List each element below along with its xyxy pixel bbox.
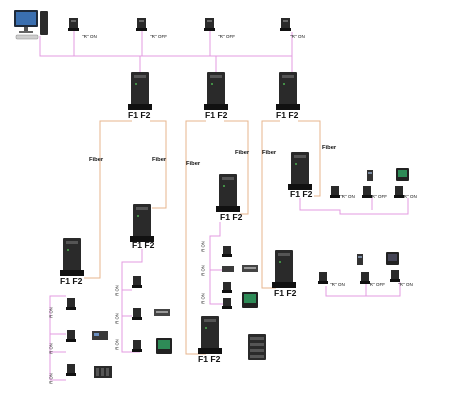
io-label-l3: R ON (48, 373, 54, 384)
io-label-r1: "R" ON (340, 194, 355, 199)
power-distribution-icon (154, 309, 170, 316)
fiber-label-3: Fiber (186, 161, 201, 167)
switch-ports-5: F1 F2 (220, 212, 243, 222)
io-label-r2: "R" OFF (370, 194, 388, 199)
ethernet-bus-top (39, 31, 293, 72)
relay-module-icon (390, 270, 400, 282)
relay-module-icon (66, 364, 76, 376)
io-label-m1: R ON (200, 241, 206, 252)
io-label-l2: R ON (48, 343, 54, 354)
fiber-links (84, 120, 321, 355)
relay-module-icon (132, 276, 142, 288)
io-label-r4: "R" ON (330, 282, 345, 287)
switch-ports-3: F1 F2 (276, 110, 299, 120)
fiber-label-6: Fiber (322, 145, 337, 151)
industrial-switch-icon (60, 238, 84, 276)
relay-module-icon (222, 282, 232, 293)
io-label-l1: R ON (48, 307, 54, 318)
relay-module-icon (280, 18, 291, 31)
io-label-ml2: R ON (114, 313, 120, 324)
relay-module-icon (394, 186, 404, 198)
relay-label-1: "R" ON (82, 34, 97, 39)
switch-ports-7: F1 F2 (60, 276, 83, 286)
switch-ports-8: F1 F2 (274, 288, 297, 298)
io-label-r5: "R" OFF (368, 282, 386, 287)
hmi-panel-icon (156, 338, 172, 354)
plc-icon (248, 334, 266, 360)
io-label-m3: R ON (200, 293, 206, 304)
desktop-computer-icon (14, 10, 48, 40)
fiber-label-1: Fiber (89, 157, 104, 163)
fiber-label-5: Fiber (262, 150, 277, 156)
relay-module-icon (136, 18, 147, 31)
industrial-switch-icon (204, 72, 228, 110)
switch-ports-9: F1 F2 (198, 354, 221, 364)
ethernet-branches (49, 198, 409, 381)
relay-label-4: "R" ON (290, 34, 305, 39)
relay-module-icon (222, 246, 232, 257)
industrial-switch-icon (128, 72, 152, 110)
industrial-switch-icon (276, 72, 300, 110)
power-distribution-icon (242, 265, 258, 272)
relay-module-icon (360, 272, 370, 284)
relay-label-3: "R" OFF (218, 34, 236, 39)
industrial-switch-icon (272, 250, 296, 288)
industrial-switch-icon (130, 204, 154, 242)
io-label-ml3: R ON (114, 339, 120, 350)
io-label-r3: "R" ON (402, 194, 417, 199)
relay-module-icon (330, 186, 340, 198)
relay-module-icon (68, 18, 79, 31)
io-module-icon (92, 331, 108, 340)
fiber-label-2: Fiber (152, 157, 167, 163)
hmi-panel-icon (386, 252, 399, 265)
fiber-label-4: Fiber (235, 150, 250, 156)
io-module-icon (357, 254, 363, 265)
switch-ports-2: F1 F2 (205, 110, 228, 120)
io-label-r6: "R" ON (398, 282, 413, 287)
io-label-ml1: R ON (114, 285, 120, 296)
relay-module-icon (132, 308, 142, 320)
relay-module-icon (222, 298, 232, 309)
switch-ports-6: F1 F2 (132, 240, 155, 250)
industrial-switch-icon (288, 152, 312, 190)
switch-ports-4: F1 F2 (290, 189, 313, 199)
hmi-panel-icon (242, 292, 258, 308)
io-module-icon (367, 170, 373, 181)
relay-label-2: "R" OFF (150, 34, 168, 39)
io-label-m2: R ON (200, 265, 206, 276)
industrial-switch-icon (216, 174, 240, 212)
relay-module-icon (362, 186, 372, 198)
io-module-icon (222, 266, 234, 272)
relay-module-icon (66, 330, 76, 342)
relay-module-icon (66, 298, 76, 310)
hmi-panel-icon (396, 168, 409, 181)
relay-module-icon (318, 272, 328, 284)
relay-module-icon (204, 18, 215, 31)
industrial-switch-icon (198, 316, 222, 354)
switch-ports-1: F1 F2 (128, 110, 151, 120)
plc-icon (94, 366, 112, 378)
relay-module-icon (132, 340, 142, 352)
